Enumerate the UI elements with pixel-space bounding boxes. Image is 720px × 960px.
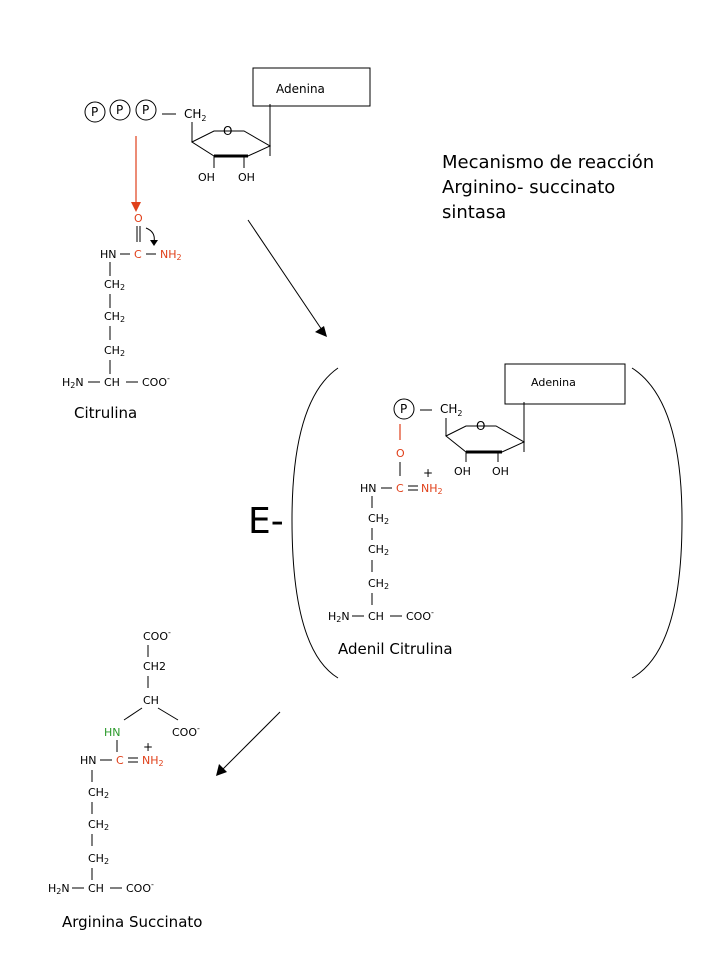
citrulina-c: C <box>134 248 142 261</box>
arginina-succinato-molecule: COO- CH2 CH HN COO- + HN C NH2 CH2 CH2 C… <box>48 628 202 931</box>
oh-1: OH <box>198 171 215 184</box>
arg-ch2-top: CH2 <box>143 660 166 673</box>
right-bracket <box>631 367 683 679</box>
enzyme-complex: E- <box>248 367 683 679</box>
adenil-o-link: O <box>396 447 405 460</box>
citrulina-coo: COO- <box>142 374 170 389</box>
arg-h2n: H2N <box>48 882 70 896</box>
oh-2: OH <box>238 171 255 184</box>
arg-ch: CH <box>143 694 159 707</box>
citrulina-ch2-3: CH2 <box>104 344 125 358</box>
arg-hn-green: HN <box>104 726 121 739</box>
citrulina-ch2-1: CH2 <box>104 278 125 292</box>
phosphate-circle-3 <box>135 99 157 121</box>
title: Mecanismo de reacción Arginino- succinat… <box>442 152 654 223</box>
adenil-name: Adenil Citrulina <box>338 640 453 658</box>
phosphate-circle-2 <box>109 99 131 121</box>
red-arrow <box>131 136 141 212</box>
adenil-adenine-box <box>504 363 626 405</box>
adenil-oh-1: OH <box>454 465 471 478</box>
citrulina-molecule: O HN C NH2 CH2 CH2 CH2 H2N CH COO- Citru… <box>62 212 182 422</box>
arg-c: C <box>116 754 124 767</box>
arginina-name: Arginina Succinato <box>62 913 202 931</box>
adenil-nh2: NH2 <box>421 482 443 496</box>
adenil-ch2-1: CH2 <box>368 512 389 526</box>
adenil-oh-2: OH <box>492 465 509 478</box>
adenine-box <box>252 67 371 107</box>
adenil-h2n: H2N <box>328 610 350 624</box>
arrow-to-adenil <box>247 219 327 337</box>
arrow-to-arginina <box>216 711 281 776</box>
curved-arrow-icon <box>145 227 155 243</box>
citrulina-h2n: H2N <box>62 376 84 390</box>
adenil-ring-oxygen: O <box>476 419 485 433</box>
adenil-ch: CH <box>368 610 384 623</box>
adenil-phosphate-label: P <box>400 402 407 416</box>
arg-plus: + <box>143 740 153 754</box>
citrulina-ch2-2: CH2 <box>104 310 125 324</box>
arg-ch-bottom: CH <box>88 882 104 895</box>
phosphate-label-1: P <box>91 105 98 119</box>
citrulina-hn: HN <box>100 248 117 261</box>
arg-ch2-3: CH2 <box>88 852 109 866</box>
arg-ch2-2: CH2 <box>88 818 109 832</box>
adenil-hn: HN <box>360 482 377 495</box>
atp-molecule: Adenina P P P CH2 O OH OH <box>84 67 371 184</box>
citrulina-nh2: NH2 <box>160 248 182 262</box>
adenil-adenine-label: Adenina <box>531 376 576 389</box>
phosphate-circle-1 <box>84 101 106 123</box>
adenil-c: C <box>396 482 404 495</box>
adenil-citrulina-molecule: Adenina P CH2 O OH OH O + HN C NH2 CH2 C… <box>328 363 626 658</box>
title-line-3: sintasa <box>442 202 506 223</box>
citrulina-carbonyl-o: O <box>134 212 143 225</box>
arg-nh2: NH2 <box>142 754 164 768</box>
adenine-label: Adenina <box>276 82 325 96</box>
adenil-ch2-3: CH2 <box>368 577 389 591</box>
arg-coo-bottom: COO- <box>126 880 154 895</box>
phosphate-label-2: P <box>116 103 123 117</box>
arg-coo-side: COO- <box>172 724 200 739</box>
arg-coo-top: COO- <box>143 628 171 643</box>
citrulina-name: Citrulina <box>74 404 137 422</box>
enzyme-label: E- <box>248 501 284 542</box>
citrulina-ch: CH <box>104 376 120 389</box>
atp-ch2: CH2 <box>184 107 207 123</box>
arg-ch2-1: CH2 <box>88 786 109 800</box>
phosphate-label-3: P <box>142 103 149 117</box>
left-bracket <box>291 367 339 679</box>
ring-oxygen: O <box>223 124 232 138</box>
adenil-ch2: CH2 <box>440 402 463 418</box>
title-line-1: Mecanismo de reacción <box>442 152 654 173</box>
adenil-phosphate-circle <box>393 398 415 420</box>
adenil-ch2-2: CH2 <box>368 543 389 557</box>
title-line-2: Arginino- succinato <box>442 177 615 198</box>
arg-hn: HN <box>80 754 97 767</box>
adenil-plus: + <box>423 466 433 480</box>
adenil-coo: COO- <box>406 608 434 623</box>
